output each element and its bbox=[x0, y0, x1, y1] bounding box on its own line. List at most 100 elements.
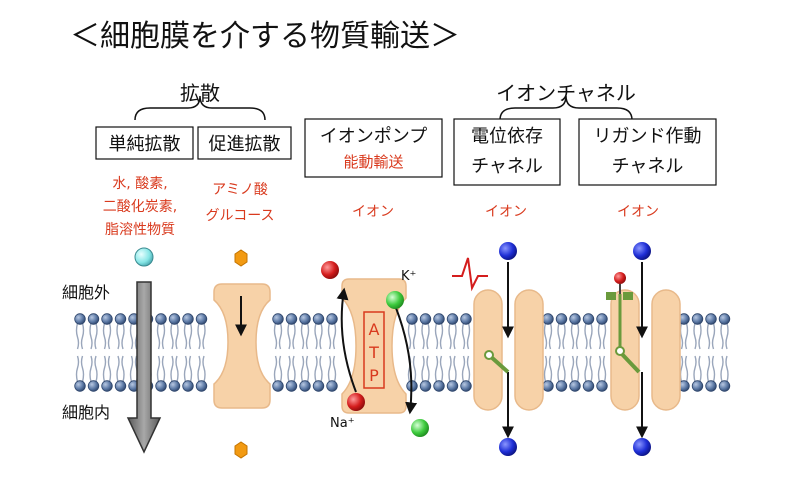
k-ion-label: K⁺ bbox=[401, 269, 416, 284]
intracellular-label: 細胞内 bbox=[62, 403, 110, 422]
phospholipid bbox=[272, 355, 284, 392]
phospholipid bbox=[582, 313, 595, 350]
ion-pump: A T P K⁺ Na⁺ bbox=[321, 261, 429, 437]
phospholipid bbox=[555, 355, 568, 392]
ligand-molecule bbox=[614, 272, 626, 284]
facilitated-substance-1: アミノ酸 bbox=[212, 182, 268, 198]
voltage-ion-outside bbox=[499, 242, 517, 260]
phospholipid bbox=[299, 313, 311, 350]
voltage-gated-box: 電位依存 チャネル bbox=[453, 118, 561, 186]
na-ion-outside bbox=[321, 261, 339, 279]
facilitated-diffusion-label: 促進拡散 bbox=[209, 134, 281, 155]
phospholipid bbox=[542, 313, 554, 350]
phospholipid bbox=[718, 313, 731, 350]
voltage-ion-inside bbox=[499, 438, 517, 456]
ligand-gated-channel bbox=[606, 242, 681, 456]
voltage-gated-label-2: チャネル bbox=[471, 156, 543, 177]
phospholipid bbox=[419, 355, 432, 392]
phospholipid bbox=[460, 313, 472, 350]
lipid-bilayer bbox=[74, 313, 731, 392]
k-inflow-arrow bbox=[395, 307, 418, 415]
phospholipid bbox=[433, 355, 445, 392]
atp-letter-a: A bbox=[369, 320, 380, 339]
phospholipid bbox=[195, 313, 208, 350]
voltage-gated-label-1: 電位依存 bbox=[471, 126, 543, 147]
phospholipid bbox=[101, 313, 113, 350]
phospholipid bbox=[569, 313, 581, 350]
na-ion-label: Na⁺ bbox=[330, 416, 355, 431]
phospholipid bbox=[155, 355, 167, 392]
facilitated-substance-2: グルコース bbox=[205, 208, 274, 224]
phospholipid bbox=[705, 313, 717, 350]
atp-letter-t: T bbox=[368, 343, 379, 362]
phospholipid bbox=[460, 355, 472, 392]
phospholipid bbox=[569, 355, 581, 392]
phospholipid bbox=[168, 355, 181, 392]
phospholipid bbox=[705, 355, 717, 392]
phospholipid bbox=[101, 355, 113, 392]
page-title: ＜細胞膜を介する物質輸送＞ bbox=[70, 19, 460, 54]
ligand-gate-hinge bbox=[615, 346, 625, 356]
ligand-gated-box: リガンド作動 チャネル bbox=[578, 118, 717, 186]
hexagon-molecule-top bbox=[234, 249, 248, 267]
cyan-molecule bbox=[134, 247, 154, 267]
k-ion-outside bbox=[386, 291, 404, 309]
phospholipid bbox=[419, 313, 432, 350]
ligand-gate bbox=[618, 350, 641, 374]
phospholipid bbox=[74, 313, 86, 350]
extracellular-label: 細胞外 bbox=[62, 283, 110, 302]
pump-substance: イオン bbox=[352, 204, 394, 220]
phospholipid bbox=[114, 355, 127, 392]
ion-pump-box: イオンポンプ 能動輸送 bbox=[304, 118, 443, 178]
ligand-channel-right bbox=[651, 289, 681, 411]
phospholipid bbox=[195, 355, 208, 392]
channel-brace bbox=[499, 95, 633, 121]
phospholipid bbox=[168, 313, 181, 350]
atp-frame bbox=[363, 311, 385, 389]
phospholipid bbox=[182, 313, 194, 350]
phospholipid bbox=[446, 313, 459, 350]
action-potential-icon bbox=[452, 257, 488, 292]
phospholipid bbox=[114, 313, 127, 350]
ligand-ion-inside bbox=[633, 438, 651, 456]
na-ion-inside bbox=[347, 393, 365, 411]
active-transport-label: 能動輸送 bbox=[343, 153, 403, 171]
ion-pump-label: イオンポンプ bbox=[320, 126, 427, 147]
phospholipid bbox=[155, 313, 167, 350]
carrier-protein bbox=[213, 249, 271, 459]
phospholipid bbox=[312, 355, 325, 392]
channel-group-label: イオンチャネル bbox=[496, 81, 636, 105]
simple-diffusion-box: 単純拡散 bbox=[95, 126, 194, 160]
gray-down-arrow bbox=[126, 281, 162, 454]
voltage-gated-channel bbox=[452, 242, 544, 456]
voltage-channel-left bbox=[473, 289, 503, 411]
phospholipid bbox=[582, 355, 595, 392]
phospholipid bbox=[542, 355, 554, 392]
phospholipid bbox=[285, 313, 298, 350]
voltage-gate-hinge bbox=[484, 350, 494, 360]
voltage-substance: イオン bbox=[485, 204, 527, 220]
hexagon-molecule-bottom bbox=[234, 441, 248, 459]
phospholipid bbox=[74, 355, 86, 392]
phospholipid bbox=[182, 355, 194, 392]
phospholipid bbox=[272, 313, 284, 350]
facilitated-diffusion-box: 促進拡散 bbox=[197, 126, 292, 160]
phospholipid bbox=[691, 313, 704, 350]
atp-letter-p: P bbox=[369, 366, 379, 385]
ligand-substance: イオン bbox=[617, 204, 659, 220]
phospholipid bbox=[326, 313, 338, 350]
voltage-channel-right bbox=[514, 289, 544, 411]
diffusion-brace bbox=[134, 95, 266, 121]
carrier-protein-body bbox=[213, 283, 271, 409]
voltage-gate bbox=[488, 354, 510, 374]
phospholipid bbox=[718, 355, 731, 392]
phospholipid bbox=[406, 313, 418, 350]
phospholipid bbox=[87, 355, 100, 392]
simple-diffusion-label: 単純拡散 bbox=[109, 134, 181, 155]
na-outflow-arrow bbox=[336, 287, 357, 393]
phospholipid bbox=[326, 355, 338, 392]
phospholipid bbox=[312, 313, 325, 350]
ligand-receptor-left bbox=[606, 292, 616, 300]
